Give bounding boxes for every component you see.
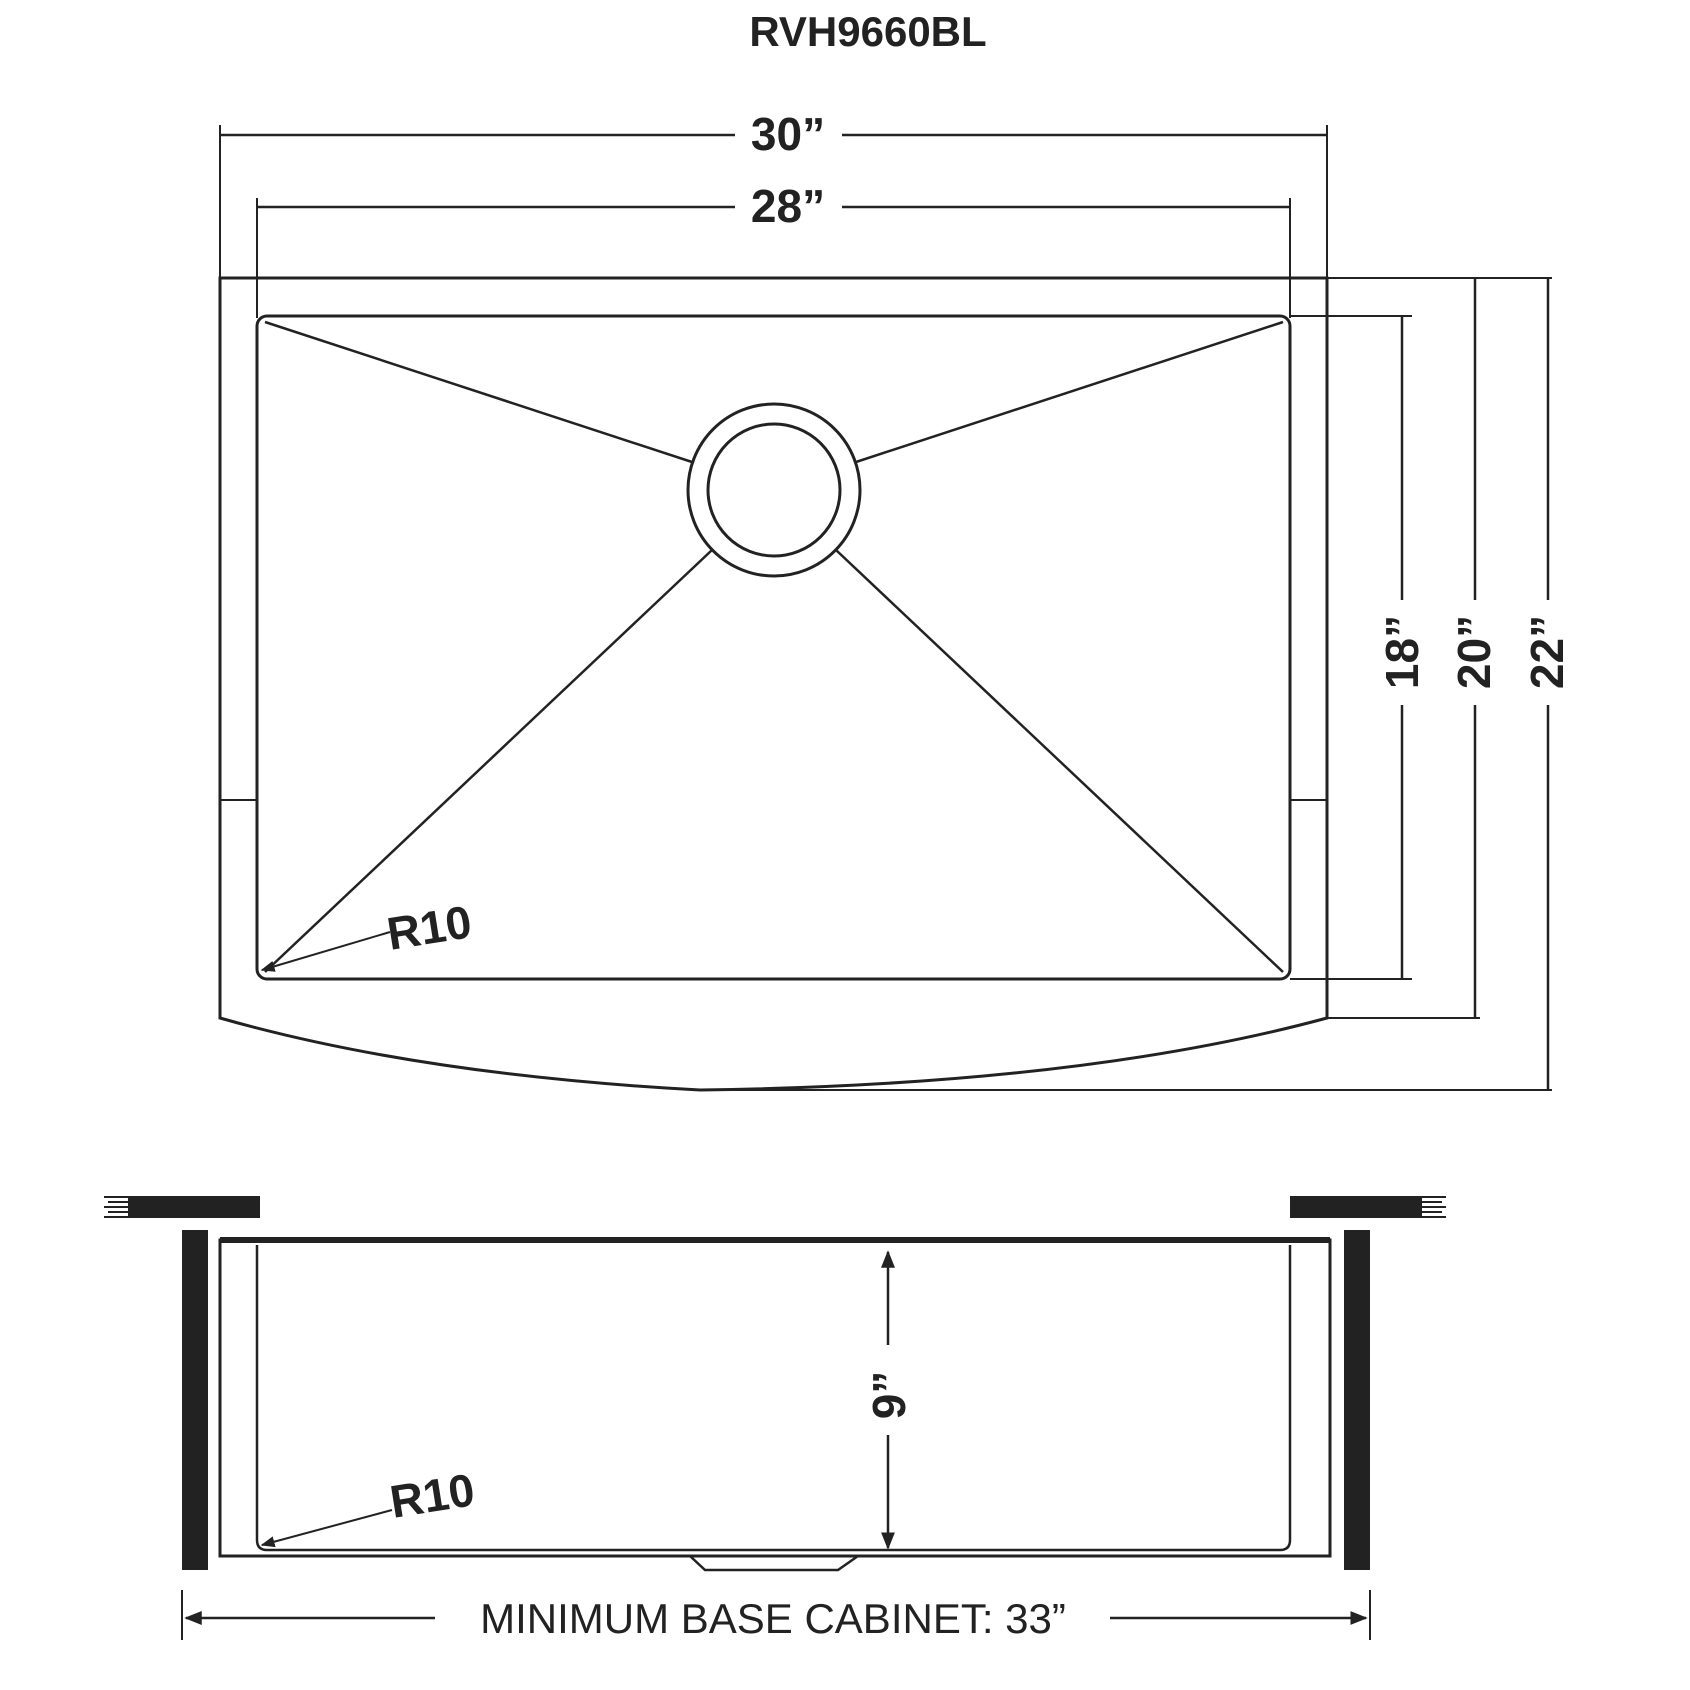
slope-line-bottom-right <box>835 549 1284 973</box>
drain-bump-icon <box>689 1554 859 1572</box>
countertop-right-break <box>1420 1196 1446 1218</box>
countertop-left-break <box>104 1196 130 1218</box>
depth-inner-label: 18” <box>1376 615 1428 689</box>
width-inner-label: 28” <box>751 180 825 232</box>
sink-outer-outline <box>218 276 1329 1092</box>
countertop-left <box>128 1196 260 1218</box>
drain-inner-icon <box>706 422 842 558</box>
depth-mid-label: 20” <box>1448 615 1500 689</box>
cabinet-label: MINIMUM BASE CABINET: 33” <box>480 1595 1066 1642</box>
top-view: 30” 28” R10 18” <box>218 108 1573 1092</box>
bowl-depth-label: 9” <box>863 1371 915 1420</box>
radius-label-side: R10 <box>386 1463 477 1528</box>
slope-line-top-right <box>855 320 1284 464</box>
width-outer-label: 30” <box>751 108 825 160</box>
radius-leader-side <box>260 1509 393 1548</box>
radius-leader-top <box>260 931 391 972</box>
bowl-side-outline <box>255 1245 1292 1552</box>
slope-line-bottom-left <box>264 549 713 973</box>
depth-outer-label: 22” <box>1521 615 1573 689</box>
bowl-outline <box>255 314 1292 981</box>
countertop-right <box>1290 1196 1422 1218</box>
cabinet-wall-left <box>182 1230 208 1570</box>
radius-label-top: R10 <box>383 895 474 960</box>
side-view: 9” R10 MINIMUM BASE CABINET: 33” <box>104 1196 1446 1642</box>
cabinet-wall-right <box>1344 1230 1370 1570</box>
model-title: RVH9660BL <box>749 8 986 55</box>
drain-outer-icon <box>686 402 862 578</box>
sink-side-outline <box>218 1238 1332 1558</box>
slope-line-top-left <box>264 320 693 464</box>
